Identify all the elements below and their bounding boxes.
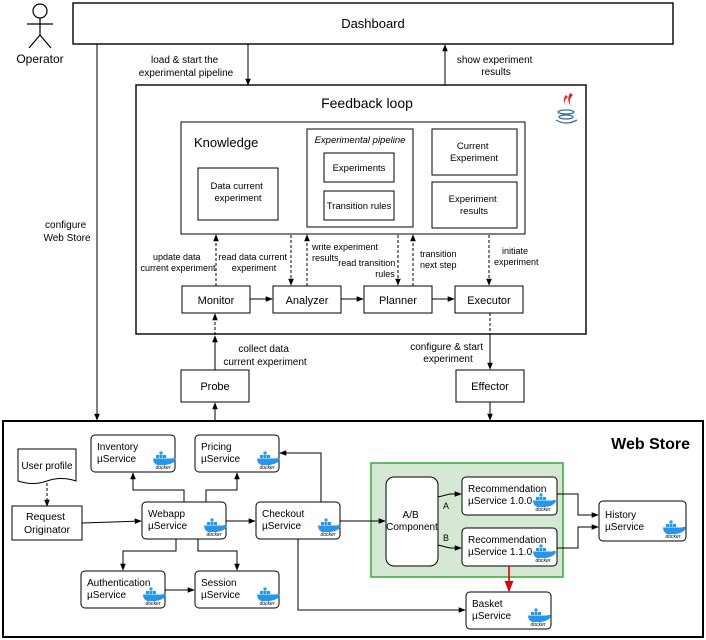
experimental-pipeline-title: Experimental pipeline — [315, 135, 406, 146]
user-profile-label: User profile — [21, 461, 73, 472]
effector-box[interactable] — [455, 369, 525, 403]
experiment-results-label: Experiment results — [449, 194, 500, 217]
effector-label: Effector — [471, 381, 509, 393]
webapp-session-arrow — [197, 539, 240, 571]
java-icon — [555, 93, 578, 124]
knowledge-title: Knowledge — [194, 135, 258, 150]
docker-label: docker — [535, 558, 550, 564]
rec110-history-arrow — [557, 524, 599, 549]
planner-box[interactable] — [363, 285, 433, 314]
ab-component-label: A/B Component — [386, 510, 438, 533]
experiments-box[interactable] — [323, 152, 395, 183]
operator-label: Operator — [16, 52, 63, 66]
docker-label: docker — [259, 465, 274, 471]
dashboard-label: Dashboard — [341, 16, 405, 31]
monitor-label: Monitor — [198, 295, 235, 307]
originator-webapp-arrow — [81, 518, 142, 525]
docker-label: docker — [206, 532, 221, 538]
ab-b-label: B — [443, 533, 449, 543]
docker-label: docker — [145, 601, 160, 607]
data-current-label: Data current experiment — [211, 181, 266, 204]
ab-component-box[interactable] — [385, 476, 439, 567]
current-experiment-box[interactable] — [431, 128, 518, 176]
ab-a-label: A — [443, 501, 449, 511]
experiment-results-box[interactable] — [431, 181, 518, 229]
probe-box[interactable] — [180, 369, 250, 403]
webapp-pricing-arrow — [205, 472, 240, 502]
initiate-label: initiate experiment — [494, 246, 539, 267]
dashboard-box[interactable] — [72, 2, 674, 45]
collect-data-label: collect data current experiment — [223, 344, 307, 368]
current-experiment-label: Current Experiment — [450, 141, 498, 164]
web-store-title: Web Store — [611, 436, 690, 453]
update-data-label: update data current experiment — [140, 252, 216, 273]
data-current-box[interactable] — [197, 167, 279, 221]
monitor-box[interactable] — [181, 285, 251, 314]
docker-label: docker — [530, 622, 545, 628]
request-originator-box[interactable] — [11, 505, 83, 541]
operator-figure — [27, 3, 53, 49]
planner-label: Planner — [379, 295, 417, 307]
load-start-label: load & start the experimental pipeline — [139, 55, 234, 79]
ab-rec100-arrow — [437, 491, 462, 498]
docker-label: docker — [535, 507, 550, 513]
ab-rec110-arrow — [437, 544, 462, 551]
feedback-loop-title: Feedback loop — [321, 95, 413, 111]
docker-label: docker — [155, 465, 170, 471]
rec100-history-arrow — [557, 493, 599, 518]
checkout-pricing-arrow — [279, 450, 322, 502]
analyzer-label: Analyzer — [286, 295, 329, 307]
docker-label: docker — [259, 601, 274, 607]
executor-box[interactable] — [454, 285, 524, 314]
read-data-label: read data current experiment — [218, 252, 289, 273]
user-profile-doc[interactable] — [17, 448, 77, 484]
configure-start-label: configure & start experiment — [410, 342, 486, 365]
executor-label: Executor — [467, 295, 511, 307]
probe-label: Probe — [200, 381, 229, 393]
docker-label: docker — [665, 534, 680, 540]
request-originator-label: Request Originator — [24, 511, 71, 536]
show-results-label: show experiment results — [457, 55, 535, 78]
experiments-label: Experiments — [333, 163, 386, 174]
read-trans-label: read transition rules — [338, 258, 398, 279]
webapp-inventory-arrow — [130, 472, 185, 502]
configure-store-label: configure Web Store — [43, 220, 90, 244]
docker-label: docker — [320, 532, 335, 538]
write-exp-label: write experiment results — [311, 242, 381, 263]
transition-next-label: transition next step — [420, 249, 459, 270]
webapp-auth-arrow — [120, 539, 177, 571]
transition-rules-label: Transition rules — [327, 201, 392, 212]
checkout-basket-arrow — [297, 539, 466, 613]
transition-rules-box[interactable] — [323, 190, 395, 221]
